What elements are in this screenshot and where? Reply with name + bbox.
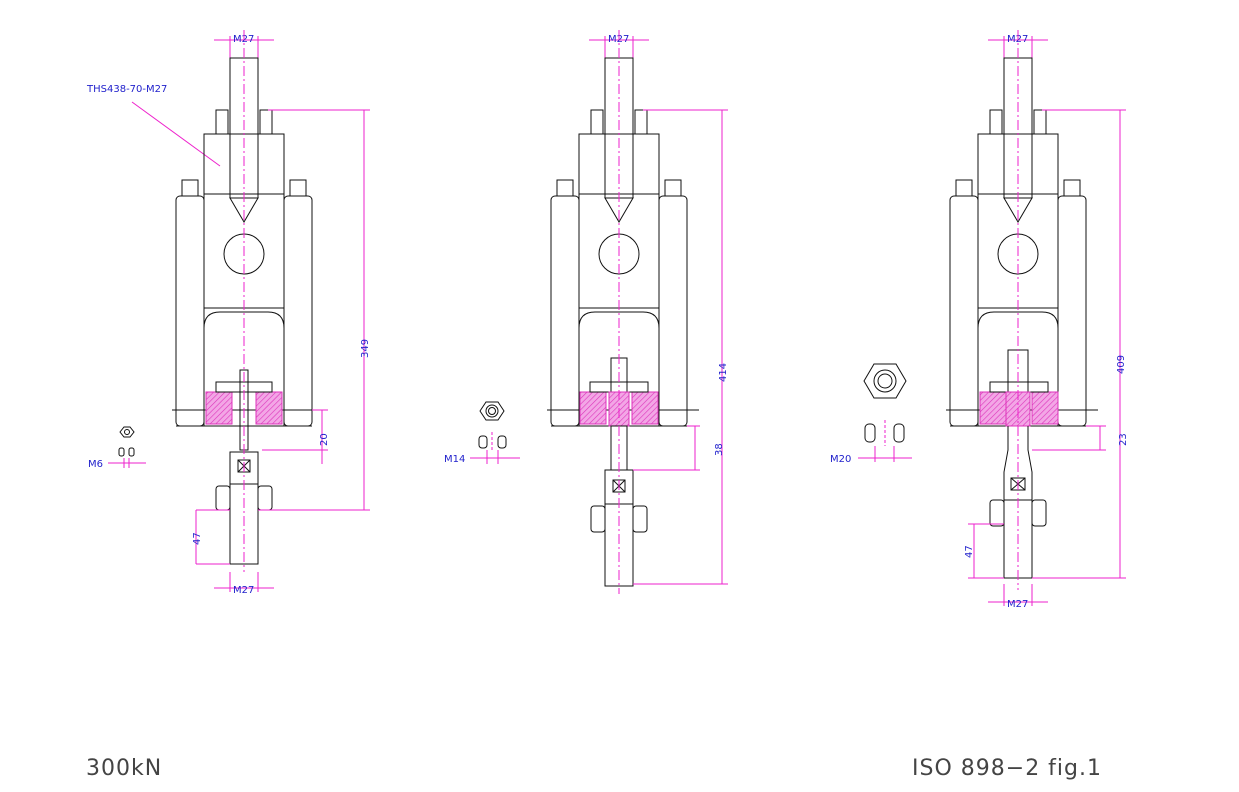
assembly-3: M27 xyxy=(830,30,1129,610)
assembly-1: M27 THS438-70-M27 xyxy=(86,30,371,596)
dim-gap-3: 23 xyxy=(1118,433,1129,446)
dim-gap-1: 20 xyxy=(319,433,330,446)
standard-reference: ISO 898−2 fig.1 xyxy=(912,756,1102,781)
dim-bottom-len-1: 47 xyxy=(192,532,203,545)
dim-overall-2: 414 xyxy=(718,363,729,382)
dim-label-bottom-1: M27 xyxy=(233,585,254,596)
dim-bolt-1: M6 xyxy=(88,459,103,470)
load-rating: 300kN xyxy=(86,756,163,781)
part-label: THS438-70-M27 xyxy=(86,84,167,95)
assembly-2: M27 xyxy=(444,30,729,594)
nut-detail-1 xyxy=(108,426,146,468)
dim-bottom-len-3: 47 xyxy=(964,545,975,558)
dim-overall-3: 409 xyxy=(1116,355,1127,374)
nut-detail-2 xyxy=(470,401,520,464)
nut-detail-3 xyxy=(858,363,912,462)
dim-bolt-2: M14 xyxy=(444,454,465,465)
dim-bolt-3: M20 xyxy=(830,454,851,465)
dim-gap-2: 38 xyxy=(714,443,725,456)
leader-line xyxy=(131,101,221,167)
dim-label-bottom-3: M27 xyxy=(1007,599,1028,610)
dim-overall-1: 349 xyxy=(360,339,371,358)
